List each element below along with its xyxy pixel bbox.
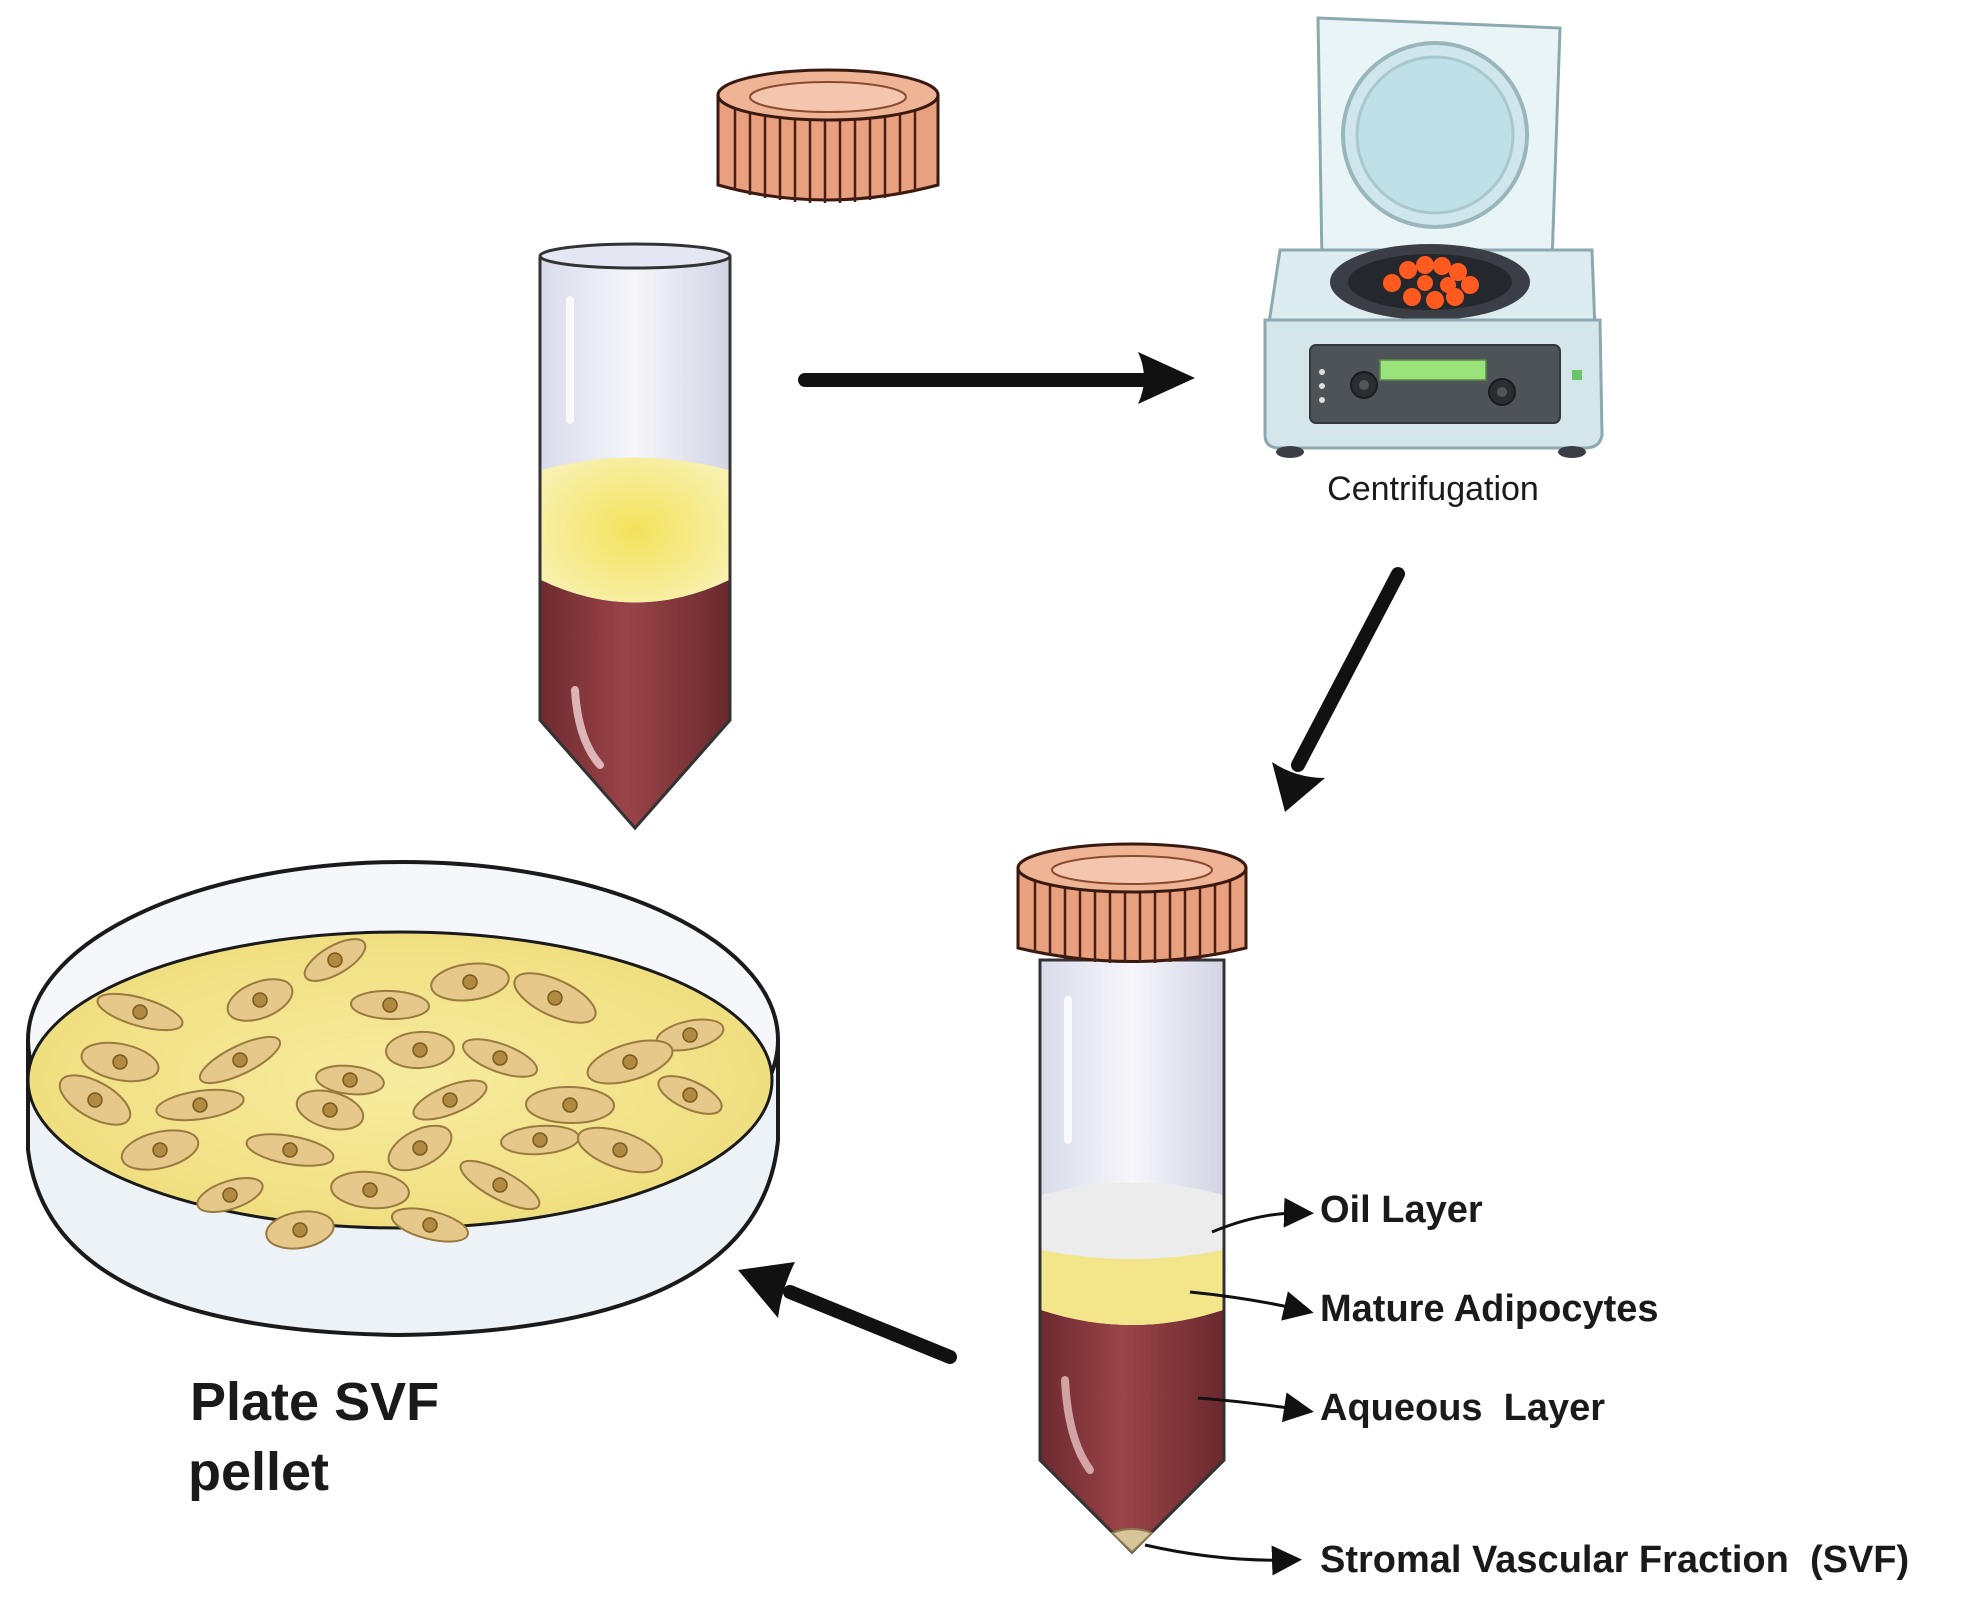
cell-nucleus [492, 1050, 508, 1066]
tube-cap-loose [716, 68, 940, 203]
cell-nucleus [622, 1054, 638, 1070]
cell-nucleus [222, 1187, 238, 1203]
cell-nucleus [412, 1042, 428, 1058]
cell-nucleus [462, 974, 478, 990]
cell-nucleus [152, 1142, 168, 1158]
cell-nucleus [292, 1222, 308, 1238]
cell-nucleus [87, 1092, 103, 1108]
cell-nucleus [322, 1102, 338, 1118]
mature-adipocytes-label: Mature Adipocytes [1320, 1288, 1659, 1330]
cell-layer [58, 938, 725, 1250]
rotor-tubes [1383, 256, 1479, 309]
arrow-to-dish [783, 1285, 957, 1364]
aqueous-layer-label: Aqueous Layer [1320, 1387, 1605, 1429]
arrow-to-separated-tube [1291, 567, 1405, 772]
centrifuge [1263, 16, 1604, 458]
cell-nucleus [132, 1004, 148, 1020]
conical-tube-digested [538, 242, 732, 831]
oil-layer-label: Oil Layer [1320, 1189, 1483, 1231]
cell-nucleus [442, 1092, 458, 1108]
cell-nucleus [327, 952, 343, 968]
cell-nucleus [252, 992, 268, 1008]
plate-svf-label-line2: pellet [188, 1442, 329, 1502]
cell-nucleus [492, 1177, 508, 1193]
centrifugation-label: Centrifugation [1327, 470, 1539, 508]
cell-nucleus [532, 1132, 548, 1148]
cell-nucleus [382, 997, 398, 1013]
cell-nucleus [682, 1027, 698, 1043]
cell-nucleus [562, 1097, 578, 1113]
plate-svf-label-line1: Plate SVF [190, 1372, 439, 1432]
cell-nucleus [362, 1182, 378, 1198]
cell-nucleus [232, 1052, 248, 1068]
conical-tube-separated [1016, 842, 1248, 1555]
cell-nucleus [547, 990, 563, 1006]
process-arrows [738, 352, 1405, 1364]
cell-nucleus [282, 1142, 298, 1158]
cell-nucleus [612, 1142, 628, 1158]
cell-nucleus [112, 1054, 128, 1070]
svf-pellet [1110, 1528, 1154, 1554]
petri-dish [26, 860, 780, 1338]
cell-nucleus [682, 1087, 698, 1103]
cell-nucleus [342, 1072, 358, 1088]
cell-nucleus [192, 1097, 208, 1113]
cell-nucleus [412, 1140, 428, 1156]
layer-pointers [1144, 1197, 1314, 1576]
cell-nucleus [422, 1217, 438, 1233]
svf-label: Stromal Vascular Fraction (SVF) [1320, 1539, 1909, 1581]
